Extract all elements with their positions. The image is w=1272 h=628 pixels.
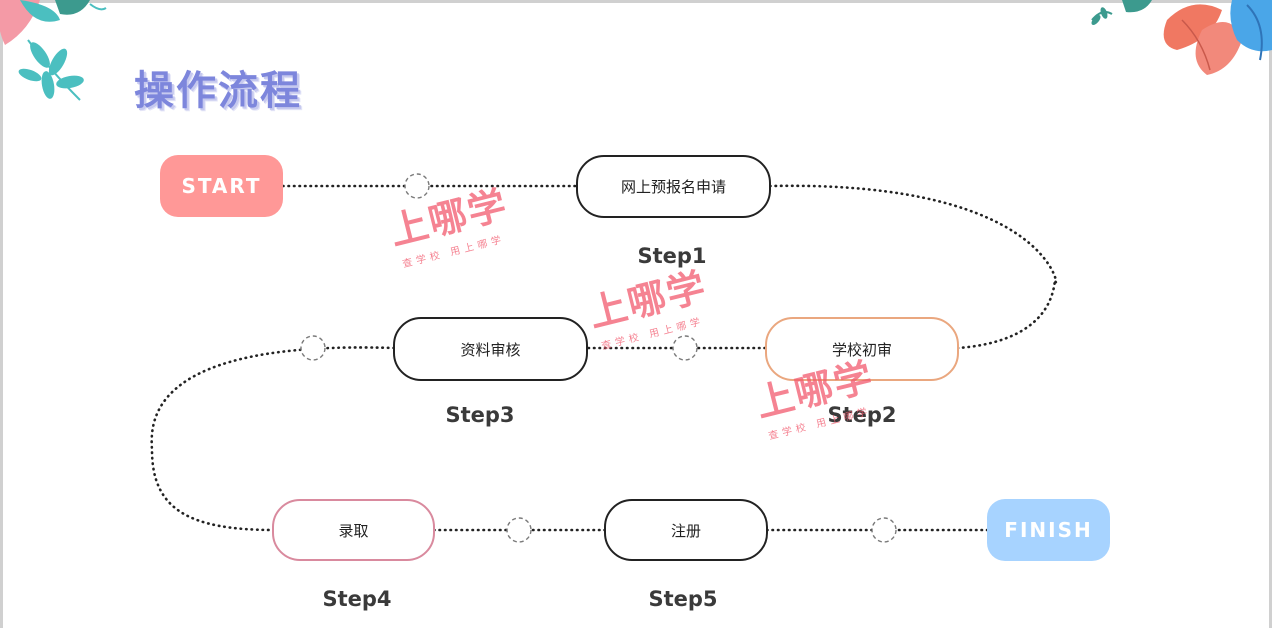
connector-dot xyxy=(300,335,326,361)
step5-label: Step5 xyxy=(648,587,718,611)
step1-node: 网上预报名申请 xyxy=(576,155,771,218)
connector-dot xyxy=(871,517,897,543)
page-title: 操作流程 xyxy=(134,68,302,114)
connector-step3-step4 xyxy=(150,346,396,532)
finish-node: FINISH xyxy=(987,499,1110,561)
connector-dot xyxy=(404,173,430,199)
step4-label: Step4 xyxy=(322,587,392,611)
step4-node: 录取 xyxy=(272,499,435,561)
connector-step1-step2 xyxy=(768,184,1058,350)
step3-label: Step3 xyxy=(445,403,515,427)
leaf-decoration-top-right xyxy=(1091,0,1272,75)
leaf-decoration-top-left xyxy=(0,0,107,101)
step3-node: 资料审核 xyxy=(393,317,588,381)
start-node: START xyxy=(160,155,283,217)
connector-dot xyxy=(506,517,532,543)
connector-dot xyxy=(672,335,698,361)
step2-label: Step2 xyxy=(827,403,897,427)
step1-label: Step1 xyxy=(637,244,707,268)
step5-node: 注册 xyxy=(604,499,768,561)
step2-node: 学校初审 xyxy=(765,317,959,381)
